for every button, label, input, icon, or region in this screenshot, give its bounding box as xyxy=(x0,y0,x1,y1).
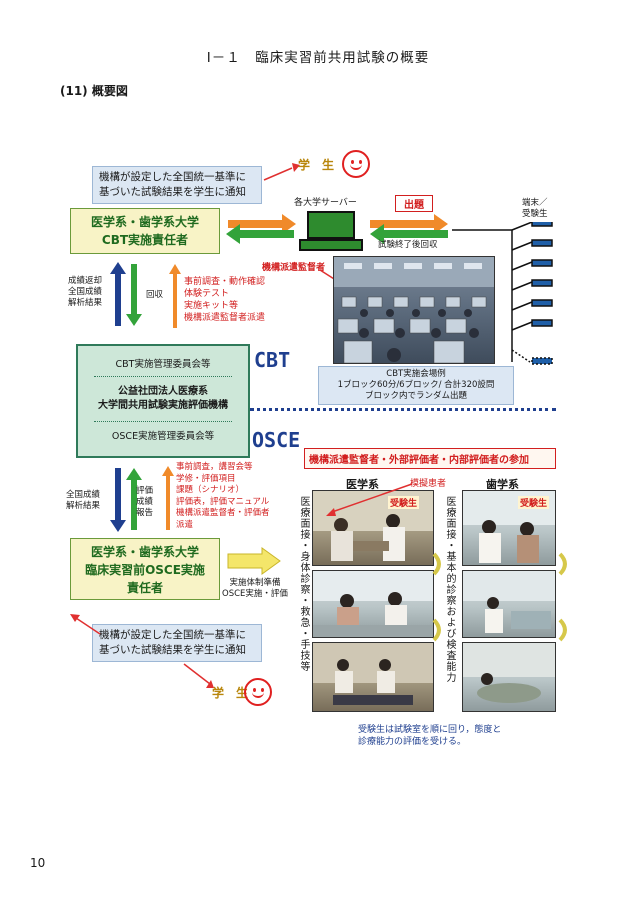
collect-label: 試験終了後回収 xyxy=(378,240,438,250)
terminal-label: 端末／ 受験生 xyxy=(522,198,548,219)
osce-vertical-arrows xyxy=(110,466,174,532)
sim-patient-label: 模擬患者 xyxy=(410,479,447,489)
bottom-caption: 受験生は試験室を順に回り，態度と 診療能力の評価を受ける。 xyxy=(358,725,502,747)
osce-eval-labels: 評価 成績 報告 xyxy=(136,486,154,518)
server-arrows-left xyxy=(226,214,296,244)
dental-photo-3-illustration xyxy=(463,643,555,703)
cbt-venue-illustration xyxy=(334,257,494,363)
smiley-icon-bottom xyxy=(244,678,272,706)
center-item-2: 公益社団法人医療系 大学間共用試験実施評価機構 xyxy=(98,386,228,411)
student-label-top: 学 生 xyxy=(298,158,335,172)
vertical-text-dental: 医療面接・基本的診察および検査能力 xyxy=(444,496,455,683)
notice-arrow-top xyxy=(263,163,300,181)
section-divider xyxy=(250,408,556,411)
flow-arrows-medical xyxy=(432,552,441,642)
section-subtitle: (11) 概要図 xyxy=(60,84,128,98)
prep-arrow xyxy=(227,547,281,575)
medical-photo-3 xyxy=(312,642,434,712)
server-label: 各大学サーバー xyxy=(294,198,357,208)
venue-caption: CBT実施会場例 1ブロック60分/6ブロック/ 合計320設問 ブロック内でラ… xyxy=(318,366,514,405)
osce-tasks: 事前調査，講習会等 学修・評価項目 課題（シナリオ） 評価表，評価マニュアル 機… xyxy=(176,462,270,530)
examinee-label-a: 受験生 xyxy=(388,496,420,509)
dental-photo-3 xyxy=(462,642,556,712)
server-arrows-right xyxy=(370,214,448,244)
smiley-icon-top xyxy=(342,150,370,178)
dental-photo-2-illustration xyxy=(463,571,555,633)
notice-top: 機構が設定した全国統一基準に 基づいた試験結果を学生に通知 xyxy=(92,166,262,204)
page-title: Ⅰ－１ 臨床実習前共用試験の概要 xyxy=(206,50,430,66)
medical-photo-2 xyxy=(312,570,434,638)
proctor-label: 機構派遣監督者 xyxy=(262,263,326,273)
cbt-section-label: CBT xyxy=(254,348,291,372)
notice-bottom: 機構が設定した全国統一基準に 基づいた試験結果を学生に通知 xyxy=(92,624,262,662)
osce-univ-box: 医学系・歯学系大学 臨床実習前OSCE実施 責任者 xyxy=(70,538,220,600)
notice-arrow-bottom xyxy=(70,614,101,635)
page-number: 10 xyxy=(30,856,46,870)
question-label: 出題 xyxy=(395,195,433,212)
medical-photo-3-illustration xyxy=(313,643,433,705)
sim-patient-arrow xyxy=(326,483,413,516)
server-icon xyxy=(299,211,363,251)
medical-photo-2-illustration xyxy=(313,571,433,637)
osce-left-labels: 全国成績 解析結果 xyxy=(66,490,101,511)
dental-label: 歯学系 xyxy=(486,478,519,491)
cbt-univ-box: 医学系・歯学系大学 CBT実施責任者 xyxy=(70,208,220,254)
cbt-task-arrow xyxy=(169,264,181,328)
cbt-venue-photo xyxy=(333,256,495,364)
examinee-label-b: 受験生 xyxy=(518,496,550,509)
cbt-vertical-arrows xyxy=(110,262,142,326)
center-box: CBT実施管理委員会等 公益社団法人医療系 大学間共用試験実施評価機構 OSCE… xyxy=(76,344,250,458)
prep-label: 実施体制準備 OSCE実施・評価 xyxy=(222,578,288,599)
medical-label: 医学系 xyxy=(346,478,379,491)
cbt-left-labels: 成績返却 全国成績 解析結果 xyxy=(68,276,103,308)
notice-arrow-to-student xyxy=(183,663,214,688)
student-label-bottom: 学 生 xyxy=(212,686,249,700)
terminal-network-diagram xyxy=(452,222,553,365)
vertical-text-medical: 医療面接・身体診察・救急・手技等 xyxy=(298,496,309,672)
dental-photo-2 xyxy=(462,570,556,638)
cbt-collect-small: 回収 xyxy=(146,290,164,300)
osce-section-label: OSCE xyxy=(252,428,301,452)
cbt-tasks: 事前調査・動作確認 体験テスト 実施キット等 機構派遣監督者派遣 xyxy=(184,277,266,323)
osce-banner: 機構派遣監督者・外部評価者・内部評価者の参加 xyxy=(304,448,556,469)
flow-arrows-dental xyxy=(558,552,567,642)
center-item-3: OSCE実施管理委員会等 xyxy=(94,421,232,442)
center-item-1: CBT実施管理委員会等 xyxy=(94,356,232,377)
